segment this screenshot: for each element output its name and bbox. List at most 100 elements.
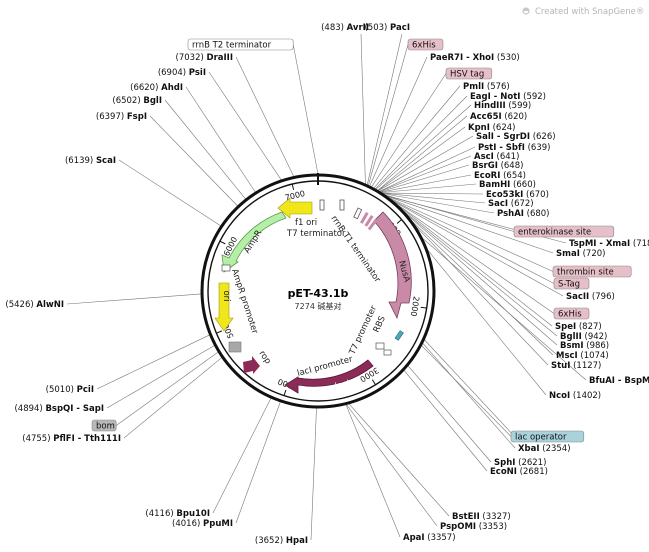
site-label: EagI - NotI (592) [470, 92, 546, 102]
restriction-site[interactable]: ApaI (3357) [403, 533, 456, 543]
restriction-site[interactable]: (5426) AlwNI [5, 300, 64, 310]
restriction-site[interactable]: EcoNI (2681) [490, 467, 548, 477]
f1-ori-label: f1 ori [295, 218, 317, 228]
feature-label-box[interactable]: 6xHis [407, 38, 444, 51]
restriction-site[interactable]: (6904) PsiI [158, 68, 206, 78]
restriction-site[interactable]: PstI - SbfI (639) [478, 143, 550, 153]
feature-label-box[interactable]: rrnB T2 terminator [187, 38, 294, 51]
restriction-site[interactable]: EcoRI (654) [474, 171, 526, 181]
feature-label-box[interactable]: HSV tag [445, 67, 493, 80]
restriction-site[interactable]: Acc65I (620) [470, 112, 527, 122]
his-tag-feature[interactable] [360, 212, 369, 224]
restriction-site[interactable]: KpnI (624) [468, 123, 515, 133]
site-label: (7032) DraIII [176, 53, 233, 63]
restriction-site[interactable]: BfuAI - BspMI (1276) [589, 376, 649, 386]
restriction-site[interactable]: (5010) PciI [46, 385, 94, 395]
rrnb-t1-end-feature[interactable] [353, 207, 363, 220]
restriction-site[interactable]: TspMI - XmaI (718) [569, 239, 649, 249]
restriction-site[interactable]: BstEII (3327) [452, 512, 511, 522]
restriction-site[interactable]: (6139) ScaI [65, 156, 116, 166]
restriction-site[interactable]: (7032) DraIII [176, 53, 233, 63]
bom-feature[interactable] [228, 341, 242, 353]
site-position: (6397) [96, 112, 127, 122]
laci-feature[interactable] [284, 359, 374, 394]
f1-ori-feature[interactable] [277, 197, 313, 219]
site-position: (796) [589, 292, 615, 302]
enterokinase-feature[interactable] [367, 219, 378, 231]
restriction-site[interactable]: BglII (942) [560, 332, 607, 342]
t7-terminator-feature[interactable] [319, 199, 325, 211]
feature-label-box[interactable]: lac operator [510, 430, 585, 443]
restriction-site[interactable]: EagI - NotI (592) [470, 92, 546, 102]
feature-label-box[interactable]: S-Tag [553, 277, 590, 290]
ampr-feature[interactable] [221, 211, 287, 273]
leader-line [235, 56, 294, 177]
restriction-site[interactable]: (6397) FspI [96, 112, 147, 122]
ori-feature[interactable] [214, 282, 234, 332]
restriction-site[interactable]: SpeI (827) [555, 322, 602, 332]
feature-label-box[interactable]: bom [91, 419, 117, 432]
restriction-site[interactable]: BsrGI (648) [472, 161, 523, 171]
restriction-site[interactable]: AscI (641) [474, 152, 519, 162]
site-label: HindIII (599) [474, 101, 531, 111]
site-position: (720) [580, 249, 606, 259]
site-position: (6620) [130, 83, 161, 93]
restriction-site[interactable]: BsmI (986) [560, 341, 609, 351]
site-label: PmlI (576) [463, 82, 510, 92]
restriction-site[interactable]: NcoI (1402) [549, 391, 601, 401]
site-name: TspMI - XmaI [569, 239, 630, 249]
restriction-site[interactable]: HindIII (599) [474, 101, 531, 111]
site-label: SacI (672) [488, 199, 534, 209]
restriction-site[interactable]: StuI (1127) [551, 361, 601, 371]
feature-box-bg [552, 265, 632, 278]
ampr-promoter-feature[interactable] [221, 264, 231, 272]
restriction-site[interactable]: Eco53kI (670) [486, 190, 549, 200]
restriction-site[interactable]: PmlI (576) [463, 82, 510, 92]
restriction-site[interactable]: (483) AvrII [321, 23, 369, 33]
hsv-tag-feature[interactable] [364, 215, 374, 227]
tick-mark [216, 330, 223, 334]
rop-feature[interactable] [243, 356, 260, 374]
tick-mark [396, 219, 402, 224]
restriction-site[interactable]: (503) PacI [364, 23, 410, 33]
leader-lines [66, 33, 587, 541]
restriction-site[interactable]: (4894) BspQI - SapI [14, 404, 104, 414]
lac-operator-feature[interactable] [394, 330, 404, 341]
site-label: SacII (796) [566, 292, 615, 302]
restriction-site[interactable]: SalI - SgrDI (626) [476, 132, 556, 142]
restriction-site[interactable]: (4755) PflFI - Tth111I [22, 434, 121, 444]
restriction-site[interactable]: XbaI (2354) [518, 444, 571, 454]
restriction-site[interactable]: (3652) HpaI [255, 536, 308, 546]
restriction-site[interactable]: (6502) BglI [112, 96, 162, 106]
restriction-site[interactable]: SmaI (720) [556, 249, 605, 259]
t7-promoter-feature[interactable] [375, 342, 385, 350]
restriction-site[interactable]: (4116) Bpu10I [145, 509, 210, 519]
leader-line [378, 135, 474, 191]
site-position: (3327) [480, 512, 511, 522]
site-position: (7032) [176, 53, 207, 63]
restriction-site[interactable]: MscI (1074) [556, 351, 609, 361]
site-label: Acc65I (620) [470, 112, 527, 122]
nusa-feature[interactable] [373, 211, 412, 320]
ampr-promoter-label: AmpR promoter [229, 268, 260, 336]
feature-label-box[interactable]: enterokinase site [513, 225, 615, 238]
restriction-site[interactable]: PaeR7I - XhoI (530) [430, 53, 520, 63]
restriction-site[interactable]: SacII (796) [566, 292, 615, 302]
restriction-site[interactable]: PspOMI (3353) [440, 522, 507, 532]
restriction-site[interactable]: PshAI (680) [497, 209, 550, 219]
laci-promoter-feature[interactable] [383, 349, 392, 356]
feature-label-box[interactable]: thrombin site [552, 265, 632, 278]
restriction-site[interactable]: (4016) PpuMI [172, 519, 233, 529]
restriction-site[interactable]: SphI (2621) [494, 458, 546, 468]
restriction-site[interactable]: BamHI (660) [479, 180, 536, 190]
site-position: (592) [520, 92, 546, 102]
site-label: EcoNI (2681) [490, 467, 548, 477]
site-position: (1402) [570, 391, 601, 401]
rrnb-t1-terminator-feature[interactable] [339, 199, 345, 211]
feature-label-box[interactable]: 6xHis [553, 307, 590, 320]
restriction-site[interactable]: SacI (672) [488, 199, 534, 209]
restriction-site[interactable]: (6620) AhdI [130, 83, 183, 93]
site-label: (4116) Bpu10I [145, 509, 210, 519]
leader-line [382, 192, 486, 204]
site-position: (1074) [578, 351, 609, 361]
